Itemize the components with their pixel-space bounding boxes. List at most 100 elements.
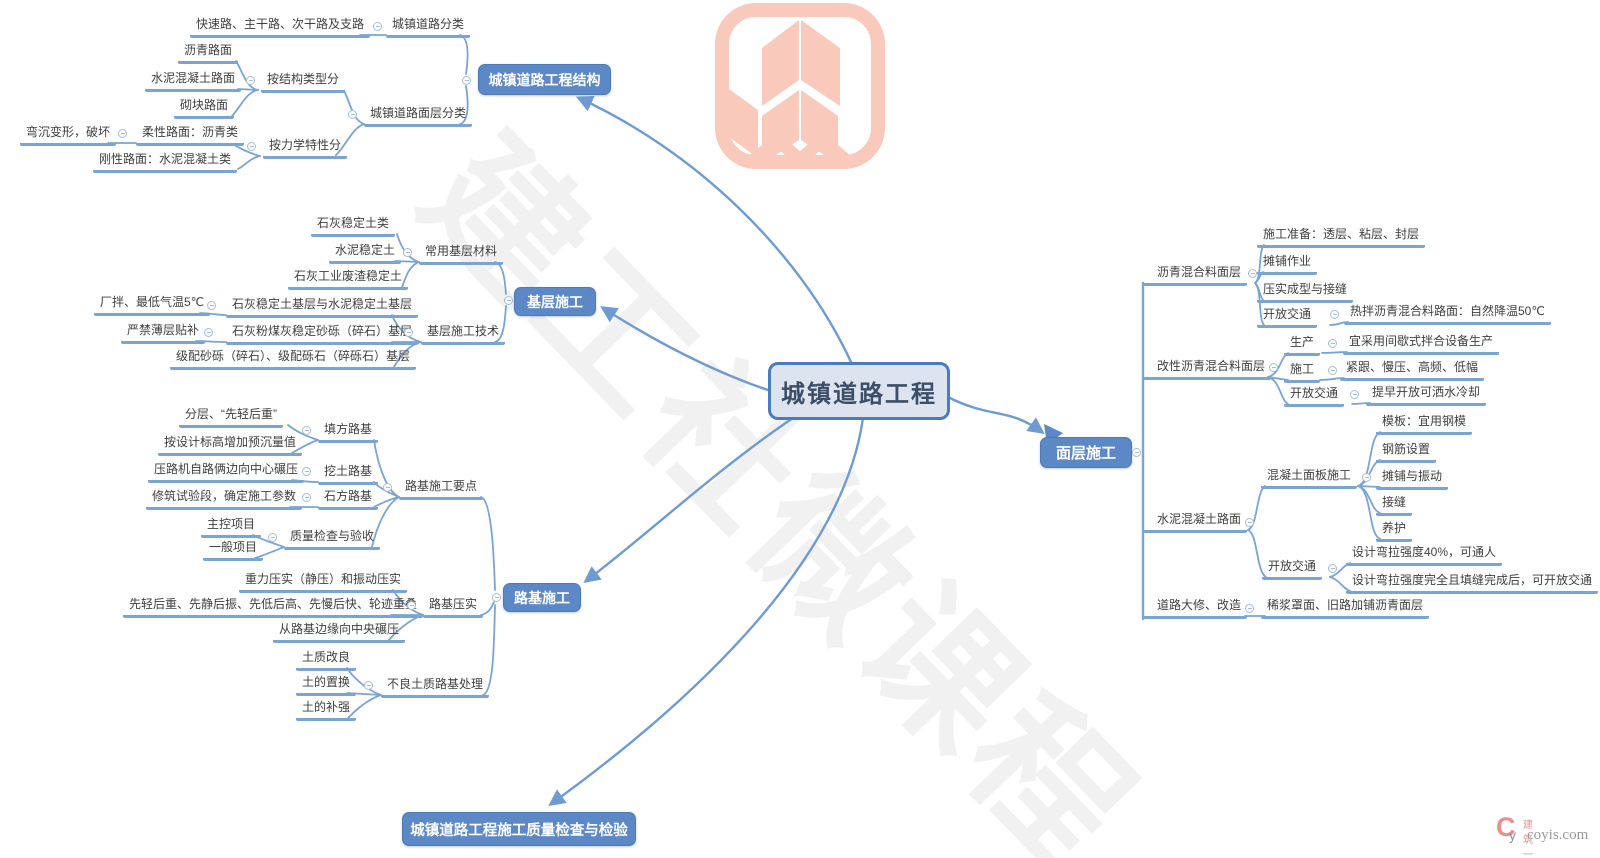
node-road-renovation[interactable]: 道路大修、改造	[1143, 597, 1248, 619]
item-lime-cement-base[interactable]: 石灰稳定土基层与水泥稳定土基层	[226, 296, 419, 318]
item-follow-close[interactable]: 紧跟、慢压、高频、低幅	[1340, 359, 1485, 381]
item-joints[interactable]: 接缝	[1376, 494, 1413, 516]
note-no-thin-patch[interactable]: 严禁薄层贴补	[121, 322, 206, 344]
item-rebar-setting[interactable]: 钢筋设置	[1376, 441, 1437, 463]
collapse-icon[interactable]	[1245, 518, 1254, 527]
collapse-icon[interactable]	[302, 426, 311, 435]
collapse-icon[interactable]	[118, 129, 127, 138]
node-bad-soil-treatment[interactable]: 不良土质路基处理	[381, 676, 490, 698]
topic-base-construction[interactable]: 基层施工	[514, 287, 596, 316]
collapse-icon[interactable]	[373, 22, 382, 31]
item-compaction-sequence[interactable]: 先轻后重、先静后振、先低后高、先慢后快、轮迹重叠	[123, 596, 424, 618]
collapse-icon[interactable]	[504, 296, 513, 305]
collapse-icon[interactable]	[1248, 269, 1257, 278]
collapse-icon[interactable]	[268, 533, 277, 542]
node-by-structure-type[interactable]: 按结构类型分	[261, 71, 346, 93]
item-edge-to-center[interactable]: 从路基边缘向中央碾压	[273, 621, 406, 643]
node-fill-roadbed[interactable]: 填方路基	[318, 421, 379, 443]
collapse-icon[interactable]	[364, 681, 373, 690]
item-general[interactable]: 一般项目	[203, 539, 264, 561]
item-soil-improvement[interactable]: 土质改良	[296, 649, 357, 671]
node-base-technique[interactable]: 基层施工技术	[421, 323, 506, 345]
item-soil-replacement[interactable]: 土的置换	[296, 674, 357, 696]
item-asphalt-pavement[interactable]: 沥青路面	[178, 42, 239, 64]
item-roller-to-center[interactable]: 压路机自路俩边向中心碾压	[148, 461, 305, 483]
collapse-icon[interactable]	[247, 142, 256, 151]
item-rigid-pavement[interactable]: 刚性路面：水泥混凝土类	[93, 151, 238, 173]
item-fill-presettle[interactable]: 按设计标高增加预沉量值	[158, 434, 303, 456]
collapse-icon[interactable]	[302, 493, 311, 502]
collapse-icon[interactable]	[1269, 363, 1278, 372]
node-rock-roadbed[interactable]: 石方路基	[318, 488, 379, 510]
node-by-mechanics[interactable]: 按力学特性分	[263, 137, 348, 159]
node-modified-construction[interactable]: 施工	[1284, 361, 1321, 383]
node-roadbed-points[interactable]: 路基施工要点	[399, 478, 484, 500]
collapse-icon[interactable]	[1362, 473, 1371, 482]
item-soil-reinforcement[interactable]: 土的补强	[296, 699, 357, 721]
item-flexible-pavement[interactable]: 柔性路面：沥青类	[136, 124, 245, 146]
item-slurry-seal[interactable]: 稀浆罩面、旧路加铺沥青面层	[1261, 597, 1430, 619]
item-graded-gravel-base[interactable]: 级配砂砾（碎石）、级配砾石（碎砾石）基层	[170, 348, 417, 370]
item-cement-concrete-pavement[interactable]: 水泥混凝土路面	[145, 70, 242, 92]
node-modified-production[interactable]: 生产	[1284, 334, 1321, 356]
item-hot-mix-cooling[interactable]: 热拌沥青混合料路面：自然降温50℃	[1344, 303, 1551, 325]
collapse-icon[interactable]	[1245, 604, 1254, 613]
item-trial-section[interactable]: 修筑试验段，确定施工参数	[146, 488, 303, 510]
item-early-open-water[interactable]: 提早开放可洒水冷却	[1366, 384, 1487, 406]
collapse-icon[interactable]	[383, 483, 392, 492]
item-flyash-base[interactable]: 石灰粉煤灰稳定砂砾（碎石）基层	[226, 323, 419, 345]
collapse-icon[interactable]	[404, 328, 413, 337]
topic-quality-check[interactable]: 城镇道路工程施工质量检查与检验	[402, 812, 636, 846]
node-modified-asphalt-layer[interactable]: 改性沥青混合料面层	[1143, 358, 1272, 380]
item-asphalt-paving[interactable]: 摊铺作业	[1257, 253, 1318, 275]
item-asphalt-compaction-joints[interactable]: 压实成型与接缝	[1257, 281, 1354, 303]
item-road-class-detail[interactable]: 快速路、主干路、次干路及支路	[190, 16, 371, 38]
collapse-icon[interactable]	[403, 248, 412, 257]
topic-roadbed-construction[interactable]: 路基施工	[503, 583, 581, 612]
topic-surface-construction[interactable]: 面层施工	[1040, 437, 1132, 468]
collapse-icon[interactable]	[204, 328, 213, 337]
item-strength-full-open[interactable]: 设计弯拉强度完全且填缝完成后，可开放交通	[1346, 572, 1599, 594]
collapse-icon[interactable]	[1328, 339, 1337, 348]
topic-structure[interactable]: 城镇道路工程结构	[478, 64, 611, 95]
node-quality-acceptance[interactable]: 质量检查与验收	[284, 528, 381, 550]
item-cement-stabilized-soil[interactable]: 水泥稳定土	[329, 242, 402, 264]
collapse-icon[interactable]	[1350, 390, 1359, 399]
note-plant-mix-temp[interactable]: 厂拌、最低气温5℃	[94, 294, 211, 316]
collapse-icon[interactable]	[246, 76, 255, 85]
center-topic[interactable]: 城镇道路工程	[768, 362, 950, 420]
node-modified-open-traffic[interactable]: 开放交通	[1284, 385, 1345, 407]
node-asphalt-mixture-layer[interactable]: 沥青混合料面层	[1143, 264, 1248, 286]
node-base-materials[interactable]: 常用基层材料	[419, 243, 504, 265]
item-main-control[interactable]: 主控项目	[201, 516, 262, 538]
collapse-icon[interactable]	[492, 593, 501, 602]
item-asphalt-prepare[interactable]: 施工准备：透层、粘层、封层	[1257, 226, 1426, 248]
collapse-icon[interactable]	[1328, 366, 1337, 375]
node-cement-concrete-road[interactable]: 水泥混凝土路面	[1143, 511, 1248, 533]
item-block-pavement[interactable]: 砌块路面	[174, 97, 235, 119]
collapse-icon[interactable]	[1132, 448, 1141, 457]
node-concrete-panel[interactable]: 混凝土面板施工	[1261, 467, 1358, 489]
collapse-icon[interactable]	[302, 467, 311, 476]
item-paving-vibration[interactable]: 摊铺与振动	[1376, 468, 1449, 490]
collapse-icon[interactable]	[462, 76, 471, 85]
collapse-icon[interactable]	[348, 110, 357, 119]
item-lime-stabilized-soil[interactable]: 石灰稳定土类	[311, 215, 396, 237]
node-dig-roadbed[interactable]: 挖土路基	[318, 463, 379, 485]
item-lime-industrial-slag[interactable]: 石灰工业废渣稳定土	[288, 268, 409, 290]
collapse-icon[interactable]	[1330, 310, 1339, 319]
node-asphalt-open-traffic[interactable]: 开放交通	[1257, 306, 1318, 328]
collapse-icon[interactable]	[1328, 564, 1337, 573]
item-static-vibration[interactable]: 重力压实（静压）和振动压实	[239, 571, 408, 593]
item-steel-formwork[interactable]: 模板：宜用钢模	[1376, 413, 1473, 435]
node-roadbed-compaction[interactable]: 路基压实	[423, 596, 484, 618]
item-strength-40-percent[interactable]: 设计弯拉强度40%，可通人	[1346, 544, 1503, 566]
collapse-icon[interactable]	[407, 601, 416, 610]
collapse-icon[interactable]	[207, 301, 216, 310]
item-fill-layered[interactable]: 分层、“先轻后重”	[179, 406, 283, 428]
node-road-classification[interactable]: 城镇道路分类	[386, 16, 471, 38]
item-batch-plant[interactable]: 宜采用间歇式拌合设备生产	[1343, 333, 1500, 355]
node-concrete-open-traffic[interactable]: 开放交通	[1262, 558, 1323, 580]
item-curing[interactable]: 养护	[1376, 520, 1413, 542]
note-flexible-deflection[interactable]: 弯沉变形，破坏	[20, 124, 117, 146]
